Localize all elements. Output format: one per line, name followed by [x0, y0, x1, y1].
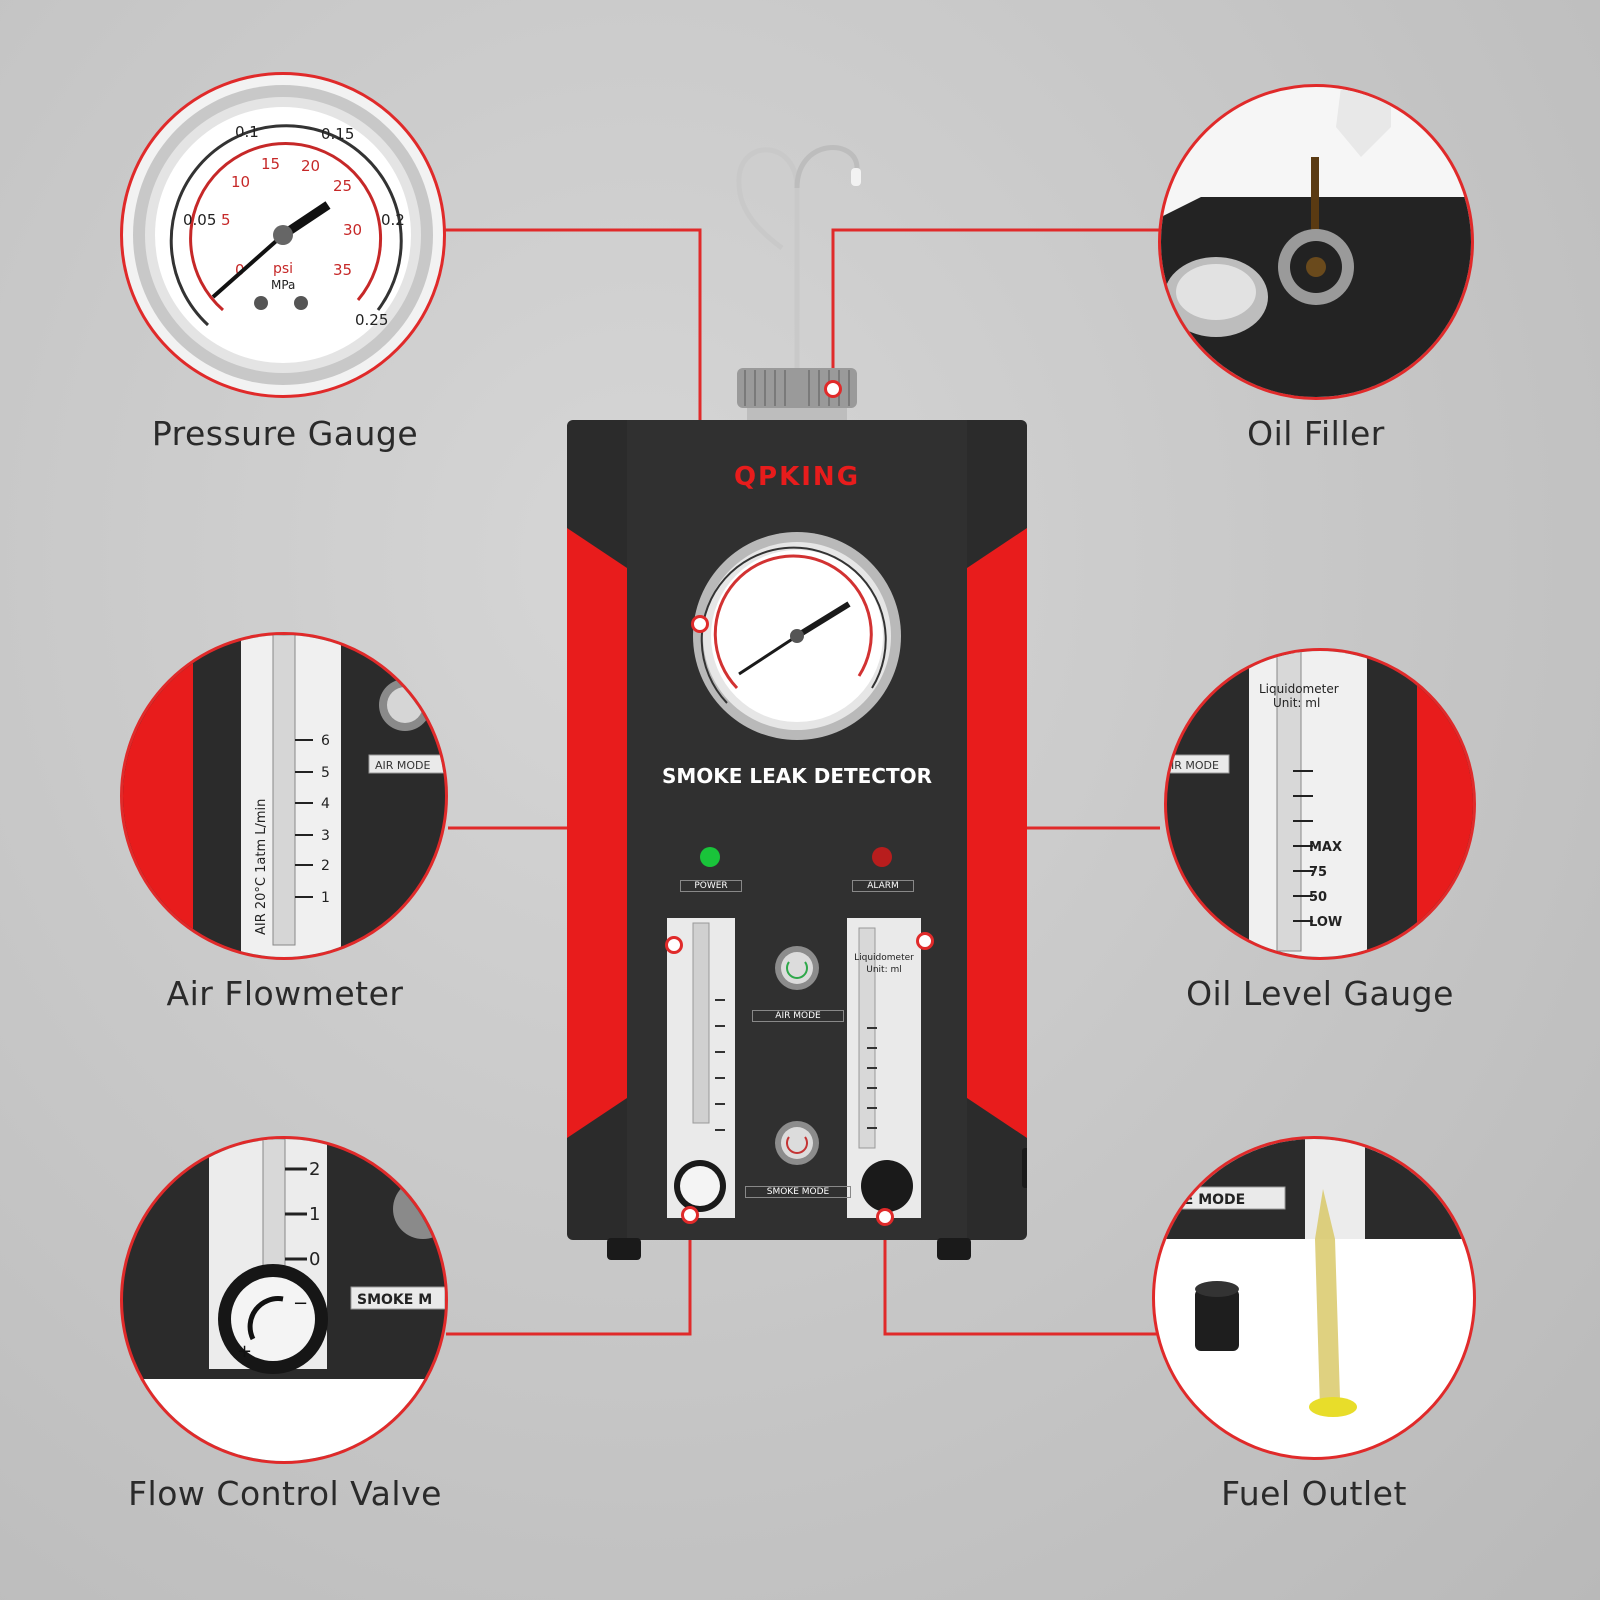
svg-text:15: 15: [261, 155, 280, 173]
product-title: SMOKE LEAK DETECTOR: [661, 764, 933, 788]
smoke-mode-label: SMOKE MODE: [745, 1186, 851, 1198]
svg-text:2: 2: [321, 858, 330, 874]
air-flowmeter-marker: [665, 936, 683, 954]
svg-text:2: 2: [309, 1159, 320, 1180]
psi-unit: psi: [273, 261, 293, 277]
oil-filler-marker: [824, 380, 842, 398]
svg-text:0: 0: [235, 261, 245, 279]
power-label: POWER: [680, 880, 742, 892]
svg-text:0.15: 0.15: [321, 125, 354, 143]
brand-logo: QPKING: [733, 462, 861, 492]
svg-text:20: 20: [301, 157, 320, 175]
svg-text:0.1: 0.1: [235, 123, 259, 141]
svg-text:30: 30: [343, 221, 362, 239]
svg-text:4: 4: [321, 796, 330, 812]
svg-text:35: 35: [333, 261, 352, 279]
fuel-outlet-callout: OKE MODE: [1152, 1136, 1476, 1460]
svg-text:0: 0: [309, 1249, 320, 1270]
fuel-outlet-caption: Fuel Outlet: [1221, 1474, 1407, 1513]
liquidometer-label: Liquidometer: [854, 953, 914, 963]
air-flowmeter-callout: 6 5 4 3 2 1 AIR 20°C 1atm L/min AIR MODE: [120, 632, 448, 960]
svg-text:MAX: MAX: [1309, 840, 1342, 855]
svg-text:0.2: 0.2: [381, 211, 405, 229]
fuel-outlet-marker: [876, 1208, 894, 1226]
oil-filler-callout: [1158, 84, 1474, 400]
svg-text:1: 1: [309, 1204, 320, 1225]
flowmeter-unit-text: AIR 20°C 1atm L/min: [254, 799, 269, 935]
svg-text:0.05: 0.05: [183, 211, 216, 229]
pressure-gauge-callout: 0 5 10 15 20 25 30 35 0.05 0.1 0.15 0.2 0.25 psi…: [120, 72, 446, 398]
flow-control-valve-callout: 2 1 0 + − SMOKE M: [120, 1136, 448, 1464]
air-flowmeter-caption: Air Flowmeter: [166, 974, 404, 1013]
oil-level-marker: [916, 932, 934, 950]
svg-text:6: 6: [321, 733, 330, 749]
svg-text:+: +: [237, 1341, 252, 1362]
smoke-leak-detector-device: QPKING SMOKE LEAK DETECTOR POWER ALARM A…: [567, 128, 1034, 1268]
pressure-gauge-caption: Pressure Gauge: [151, 414, 419, 453]
svg-text:75: 75: [1309, 865, 1327, 880]
svg-text:0.25: 0.25: [355, 311, 388, 329]
pressure-gauge-marker: [691, 615, 709, 633]
svg-text:Liquidometer: Liquidometer: [1259, 682, 1339, 696]
svg-text:5: 5: [221, 211, 231, 229]
svg-text:5: 5: [321, 765, 330, 781]
flow-control-valve-caption: Flow Control Valve: [128, 1474, 442, 1513]
mpa-unit: MPa: [271, 278, 295, 292]
svg-text:10: 10: [231, 173, 250, 191]
svg-text:Unit: ml: Unit: ml: [1273, 696, 1320, 710]
svg-text:IR MODE: IR MODE: [1171, 759, 1219, 772]
air-mode-label: AIR MODE: [752, 1010, 844, 1022]
svg-text:3: 3: [321, 828, 330, 844]
flow-valve-marker: [681, 1206, 699, 1224]
oil-filler-caption: Oil Filler: [1247, 414, 1385, 453]
svg-text:SMOKE M: SMOKE M: [357, 1292, 432, 1308]
svg-text:LOW: LOW: [1309, 915, 1342, 930]
svg-text:−: −: [293, 1293, 308, 1314]
svg-text:25: 25: [333, 177, 352, 195]
svg-text:AIR MODE: AIR MODE: [375, 759, 431, 772]
unit-label: Unit: ml: [866, 965, 902, 975]
oil-level-gauge-caption: Oil Level Gauge: [1186, 974, 1454, 1013]
svg-text:50: 50: [1309, 890, 1327, 905]
alarm-label: ALARM: [852, 880, 914, 892]
svg-text:1: 1: [321, 890, 330, 906]
